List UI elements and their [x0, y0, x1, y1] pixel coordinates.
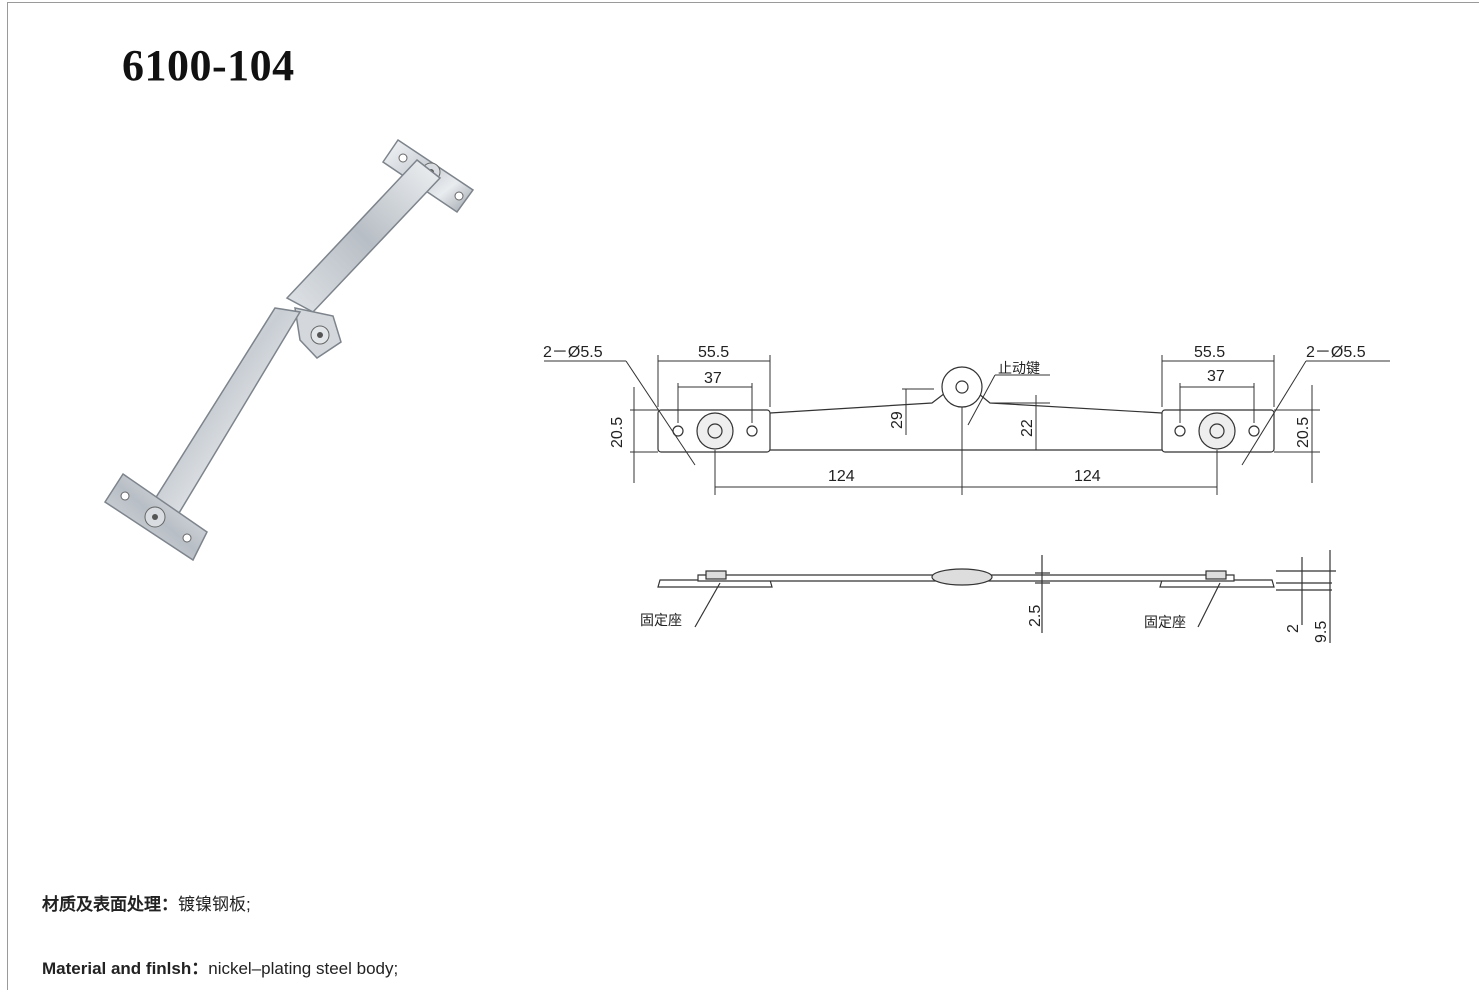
- base-left-label: 固定座: [640, 613, 682, 629]
- model-title: 6100-104: [122, 41, 295, 90]
- middle-hinge: [294, 307, 342, 359]
- material-value-cn: 镀镍钢板;: [178, 895, 251, 914]
- product-illustration: [103, 138, 475, 562]
- width-left-dim: 55.5: [698, 344, 729, 361]
- upper-arm: [285, 158, 442, 313]
- stop-key-label: 止动键: [998, 361, 1040, 377]
- stop-offset-dim: 22: [1019, 419, 1036, 437]
- material-spec-cn: 材质及表面处理：镀镍钢板;: [42, 890, 251, 915]
- span-right-dim: 124: [1074, 468, 1101, 485]
- page-frame: [7, 2, 1479, 990]
- plate-dim: 2: [1285, 624, 1302, 633]
- lower-arm: [141, 307, 302, 529]
- total-height-dim: 9.5: [1313, 621, 1330, 643]
- material-spec-en: Material and finlsh：nickel–plating steel…: [42, 954, 398, 979]
- pitch-right-dim: 37: [1207, 368, 1225, 385]
- bottom-mount-bracket: [103, 472, 208, 562]
- material-value-en: nickel–plating steel body;: [208, 959, 399, 978]
- technical-drawing: 2－Ø5.5 55.5 37 55.5 37 2－Ø5.5 20.5 20.5 …: [543, 344, 1390, 643]
- side-view: [657, 550, 1336, 643]
- base-right-label: 固定座: [1144, 615, 1186, 631]
- hole-right-dim: 2－Ø5.5: [1306, 344, 1366, 361]
- top-view: [657, 366, 1275, 453]
- height-right-dim: 20.5: [1295, 417, 1312, 448]
- height-left-dim: 20.5: [609, 417, 626, 448]
- material-label-en: Material and finlsh：: [42, 959, 209, 978]
- stop-height-dim: 29: [889, 411, 906, 429]
- material-label-cn: 材质及表面处理：: [42, 895, 178, 914]
- pitch-left-dim: 37: [704, 370, 722, 387]
- span-left-dim: 124: [828, 468, 855, 485]
- thickness-dim: 2.5: [1027, 605, 1044, 627]
- width-right-dim: 55.5: [1194, 344, 1225, 361]
- hole-left-dim: 2－Ø5.5: [543, 344, 603, 361]
- top-view-dimensions: [544, 355, 1390, 495]
